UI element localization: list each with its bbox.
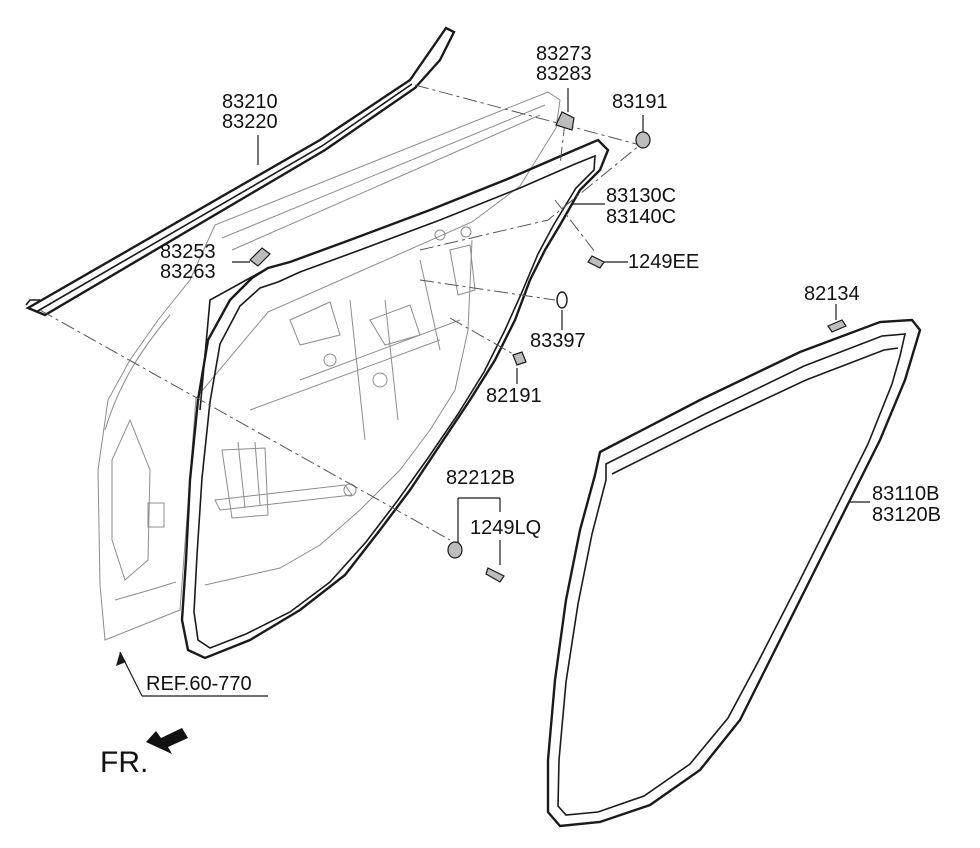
- label-83253: 83253: [160, 241, 216, 263]
- arrow-front-left-icon: [146, 728, 188, 754]
- label-83140c: 83140C: [606, 206, 677, 228]
- label-83220: 83220: [222, 111, 278, 133]
- label-83210: 83210: [222, 91, 278, 113]
- label-83191: 83191: [612, 91, 668, 113]
- door-frame-weatherstrip: [180, 138, 610, 660]
- label-83130c: 83130C: [606, 185, 677, 207]
- window-belt-strip: [25, 26, 456, 317]
- label-82191: 82191: [486, 385, 542, 407]
- door-panel: [97, 91, 561, 641]
- label-83273: 83273: [536, 43, 592, 65]
- label-1249lq: 1249LQ: [470, 517, 542, 539]
- front-direction-label: FR.: [100, 746, 149, 779]
- label-83283: 83283: [536, 63, 592, 85]
- label-83120b: 83120B: [872, 504, 941, 526]
- body-side-weatherstrip: [546, 318, 922, 828]
- alignment-lines: [39, 84, 641, 541]
- small-parts: [249, 111, 847, 583]
- label-83263: 83263: [160, 261, 216, 283]
- label-1249ee: 1249EE: [628, 251, 700, 273]
- label-83110b: 83110B: [872, 483, 940, 505]
- label-82134: 82134: [804, 283, 860, 305]
- reference-label: REF.60-770: [146, 673, 252, 695]
- label-82212b: 82212B: [446, 467, 515, 489]
- leader-lines: [116, 88, 870, 697]
- label-83397: 83397: [530, 330, 586, 352]
